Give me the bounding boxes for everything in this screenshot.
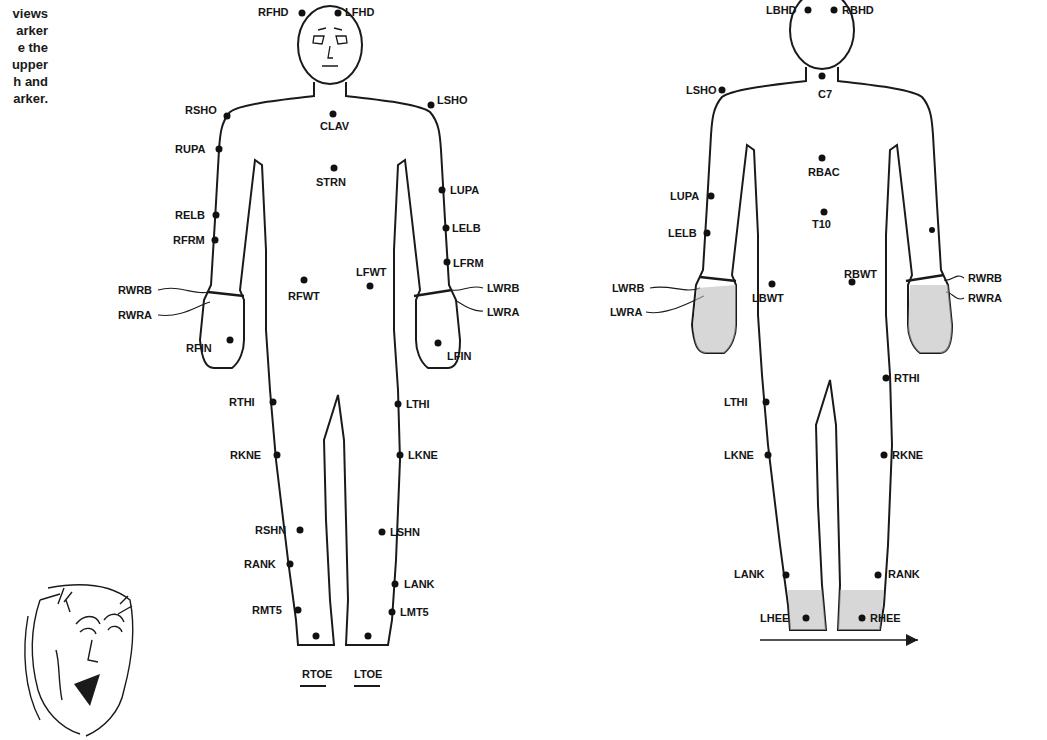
marker-label: C7 xyxy=(818,88,832,100)
marker-label: RUPA xyxy=(175,143,205,155)
marker-label: LFIN xyxy=(447,350,471,362)
marker-label: LWRA xyxy=(487,306,519,318)
caption-fragment: arker xyxy=(16,23,48,38)
marker-label: LANK xyxy=(404,578,435,590)
marker-label: RTOE xyxy=(302,668,332,680)
marker-label: LKNE xyxy=(408,449,438,461)
marker-label: RBAC xyxy=(808,166,840,178)
marker-label: LTOE xyxy=(354,668,382,680)
marker-label: LELB xyxy=(452,222,481,234)
marker-label: RFWT xyxy=(288,290,320,302)
marker-label: LANK xyxy=(734,568,765,580)
marker-label: RANK xyxy=(888,568,920,580)
marker-label: RANK xyxy=(244,558,276,570)
marker-label: LUPA xyxy=(670,190,699,202)
marker-label: RWRB xyxy=(118,284,152,296)
marker-label: RFHD xyxy=(258,6,289,18)
marker-label: LFRM xyxy=(453,257,484,269)
marker-label: LSHN xyxy=(390,526,420,538)
caption-fragment: views xyxy=(13,6,48,21)
marker-label: LWRB xyxy=(612,282,644,294)
marker-label: LSHO xyxy=(686,84,717,96)
marker-label: T10 xyxy=(812,218,831,230)
marker-label: RSHO xyxy=(185,104,217,116)
marker-label: RBHD xyxy=(842,4,874,16)
marker-label: LFWT xyxy=(356,266,387,278)
marker-label: STRN xyxy=(316,176,346,188)
marker-label: LKNE xyxy=(724,449,754,461)
marker-label: LTHI xyxy=(724,396,748,408)
marker-label: LHEE xyxy=(760,612,789,624)
marker-label: RKNE xyxy=(892,449,923,461)
marker-label: RWRB xyxy=(968,272,1002,284)
caption-fragment: arker. xyxy=(13,91,48,106)
marker-label: LSHO xyxy=(437,94,468,106)
marker-label: LFHD xyxy=(345,6,374,18)
marker-label: LMT5 xyxy=(400,606,429,618)
marker-label: RBWT xyxy=(844,268,877,280)
marker-label: LWRA xyxy=(610,306,642,318)
marker-label: LWRB xyxy=(487,282,519,294)
caption-fragment: upper xyxy=(12,57,48,72)
marker-label: RMT5 xyxy=(252,604,282,616)
marker-label: RTHI xyxy=(894,372,920,384)
marker-label: RWRA xyxy=(968,292,1002,304)
marker-label: RFIN xyxy=(186,342,212,354)
marker-label: CLAV xyxy=(320,120,349,132)
marker-label: RHEE xyxy=(870,612,901,624)
caption-fragment: h and xyxy=(13,74,48,89)
caption-fragment: e the xyxy=(18,40,48,55)
marker-label: RWRA xyxy=(118,309,152,321)
marker-label: LBHD xyxy=(766,4,797,16)
marker-label: LELB xyxy=(668,227,697,239)
marker-label: RFRM xyxy=(173,234,205,246)
marker-label: LTHI xyxy=(406,398,430,410)
marker-label: RSHN xyxy=(255,524,286,536)
marker-label: RKNE xyxy=(230,449,261,461)
marker-label: RTHI xyxy=(229,396,255,408)
marker-label: RELB xyxy=(175,209,205,221)
marker-label: LBWT xyxy=(752,292,784,304)
marker-label: LUPA xyxy=(450,184,479,196)
